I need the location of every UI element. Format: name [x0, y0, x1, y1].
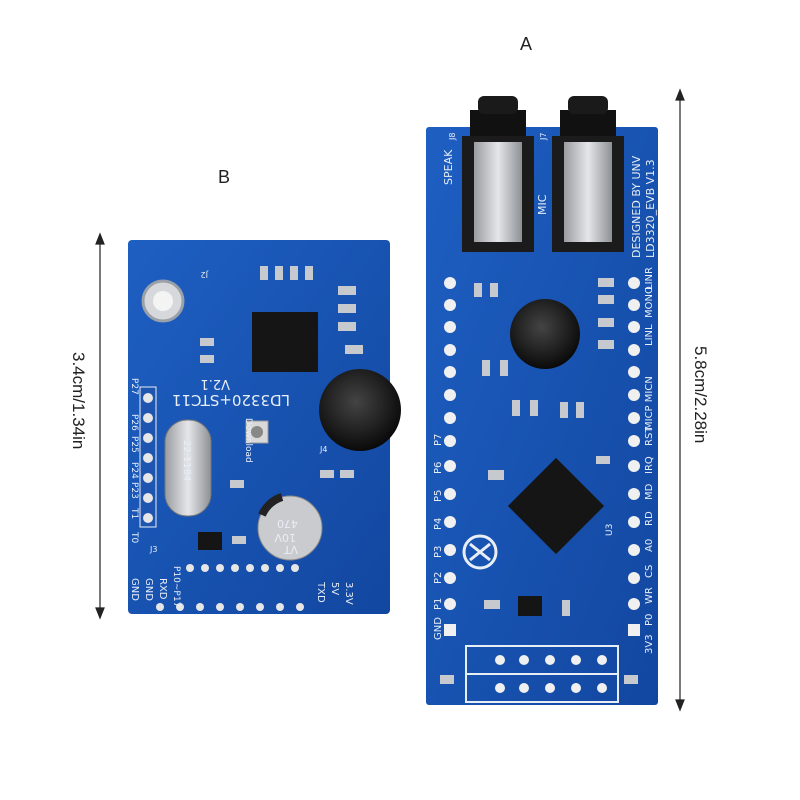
ref-u3: U3 — [605, 524, 615, 536]
ref-j7: J7 — [539, 133, 548, 141]
credit-text: DESIGNED BY UNV — [630, 155, 643, 258]
board-a-dimension: 5.8cm/2.28in — [691, 346, 710, 444]
board-a-regulator — [518, 596, 542, 616]
dimension-line-b — [95, 232, 105, 620]
board-b: LD3320+STC11 V2.1 22.1184 Download 470 1… — [128, 240, 401, 614]
board-logo — [462, 534, 498, 570]
board-b-main-ic — [252, 312, 318, 372]
svg-text:P10~P17: P10~P17 — [171, 566, 181, 607]
svg-text:P2: P2 — [433, 572, 444, 584]
board-b-version: V2.1 — [200, 376, 230, 391]
svg-text:LINR: LINR — [644, 267, 655, 290]
speak-label: SPEAK — [442, 149, 455, 185]
board-a: SPEAK MIC J8 J7 DESIGNED BY UNV LD3320_E… — [426, 96, 658, 705]
download-label: Download — [243, 418, 253, 463]
svg-text:RST: RST — [644, 426, 655, 446]
board-b-label: B — [218, 167, 231, 187]
svg-text:P0: P0 — [644, 614, 655, 626]
svg-text:T1: T1 — [129, 507, 139, 519]
board-a-bottom-header — [465, 645, 619, 703]
svg-text:A0: A0 — [644, 539, 655, 552]
mic-label: MIC — [536, 194, 549, 215]
svg-text:MD: MD — [644, 483, 655, 500]
board-a-label: A — [520, 34, 533, 54]
bottom-header-holes — [156, 564, 304, 611]
bottom-header-labels: GND GND RXD P10~P17 TXD 5V 3.3V — [129, 566, 354, 607]
svg-text:P5: P5 — [433, 490, 444, 502]
dimension-line-a — [675, 88, 685, 712]
svg-text:3V3: 3V3 — [644, 634, 655, 654]
board-b-title: LD3320+STC11 — [172, 391, 290, 409]
svg-text:T0: T0 — [129, 531, 139, 543]
ref-j8: J8 — [448, 133, 457, 141]
svg-text:P7: P7 — [433, 434, 444, 446]
svg-text:P25: P25 — [129, 436, 139, 453]
board-a-right-pin-labels: LINR MONO LINL RST IRQ MD RD A0 CS WR P0… — [644, 267, 655, 654]
svg-text:IRQ: IRQ — [644, 456, 655, 474]
mic-pin-labels: MICP MICN — [644, 376, 655, 430]
svg-text:RD: RD — [644, 511, 655, 526]
svg-text:P23: P23 — [129, 482, 139, 499]
svg-text:P4: P4 — [433, 518, 444, 530]
svg-text:GND: GND — [129, 578, 140, 601]
version-text: LD3320_EVB V1.3 — [644, 159, 657, 258]
crystal — [164, 419, 212, 517]
cap-voltage: 10V — [274, 531, 296, 544]
svg-text:CS: CS — [644, 565, 655, 578]
speaker-jack — [462, 96, 534, 252]
board-a-microphone — [510, 299, 580, 369]
ld3320-chip — [507, 457, 605, 555]
board-a-left-pins — [444, 277, 456, 636]
svg-text:P27: P27 — [129, 378, 139, 395]
ref-j4: J4 — [319, 445, 327, 454]
left-header-holes — [139, 386, 157, 528]
svg-text:GND: GND — [143, 578, 154, 601]
electrolytic-capacitor — [257, 495, 323, 561]
left-header-labels: P27 P26 P25 P24 P23 T1 T0 — [129, 378, 139, 543]
svg-text:MONO: MONO — [644, 286, 655, 318]
ref-j2: J2 — [201, 270, 209, 279]
svg-text:P26: P26 — [129, 414, 139, 431]
svg-text:3.3V: 3.3V — [343, 582, 354, 605]
board-b-dimension: 3.4cm/1.34in — [69, 352, 88, 450]
svg-text:P6: P6 — [433, 462, 444, 474]
ref-j3: J3 — [149, 545, 157, 554]
svg-text:TXD: TXD — [315, 581, 326, 603]
svg-text:GND: GND — [433, 617, 444, 640]
regulator-chip — [198, 532, 222, 550]
board-a-pcb — [426, 127, 658, 705]
svg-text:P3: P3 — [433, 546, 444, 558]
svg-text:WR: WR — [644, 587, 655, 604]
svg-text:RXD: RXD — [157, 578, 168, 600]
svg-text:P24: P24 — [129, 462, 139, 479]
cap-type: VT — [283, 543, 298, 556]
board-b-microphone — [319, 369, 401, 451]
svg-text:P1: P1 — [433, 598, 444, 610]
svg-text:5V: 5V — [329, 582, 340, 595]
crystal-label: 22.1184 — [181, 440, 192, 481]
svg-text:LINL: LINL — [644, 324, 655, 346]
cap-value: 470 — [277, 517, 298, 530]
board-a-right-pins — [628, 277, 640, 636]
board-a-left-pin-labels: P7 P6 P5 P4 P3 P2 P1 GND — [433, 434, 444, 640]
mic-jack — [552, 96, 624, 252]
